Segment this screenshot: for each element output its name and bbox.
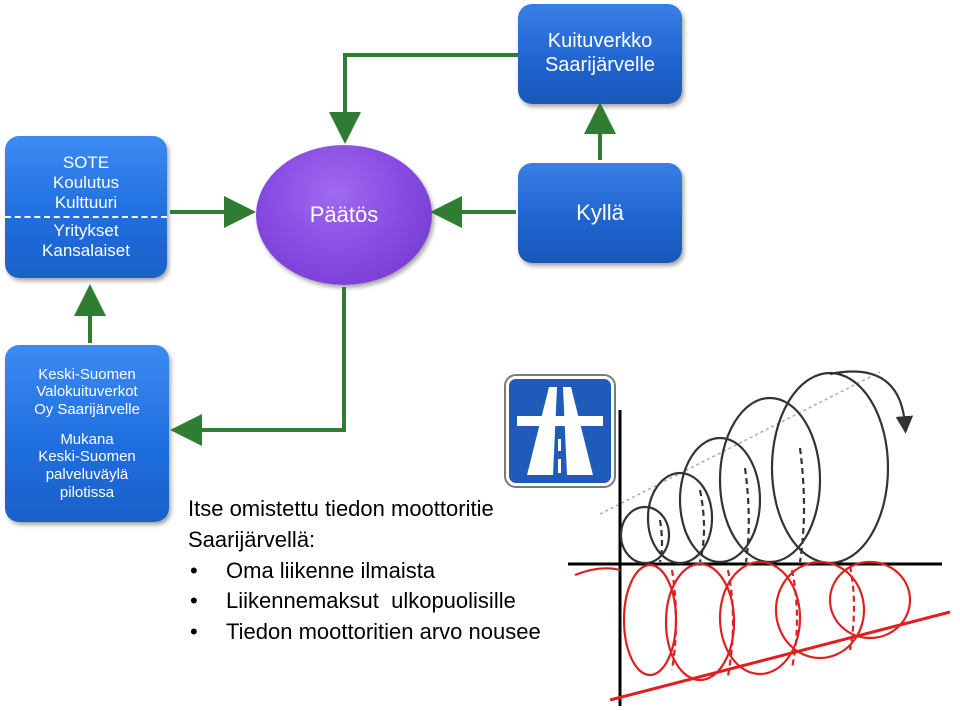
keski-line-5: Keski-Suomen	[38, 448, 136, 466]
motorway-sign-graphic	[517, 387, 603, 475]
kuituverkko-line-2: Saarijärvelle	[544, 54, 656, 76]
keski-line-3: Oy Saarijärvelle	[34, 400, 140, 418]
stakeholders-line-4: Yritykset	[53, 221, 119, 241]
stakeholders-line-1: SOTE	[62, 152, 110, 172]
kuituverkko-line-1: Kuituverkko	[547, 30, 653, 53]
kuituverkko-box: Kuituverkko Saarijärvelle	[518, 4, 682, 104]
stakeholders-line-5: Kansalaiset	[42, 241, 130, 261]
decision-node: Päätös	[256, 145, 432, 285]
keski-line-6: palveluväylä	[45, 466, 129, 484]
bullet-glyph: •	[190, 619, 198, 645]
stakeholders-box: SOTE Koulutus Kulttuuri Yritykset Kansal…	[5, 136, 167, 278]
keski-line-4: Mukana	[60, 430, 114, 448]
stakeholders-divider	[5, 216, 167, 219]
keski-suomen-box: Keski-Suomen Valokuituverkot Oy Saarijär…	[5, 345, 169, 522]
keski-line-1: Keski-Suomen	[38, 365, 136, 383]
keski-line-7: pilotissa	[59, 483, 115, 501]
bullet-glyph: •	[190, 557, 198, 583]
bullet-item: • Oma liikenne ilmaista	[188, 556, 608, 587]
bullet-item: • Liikennemaksut ulkopuolisille	[188, 586, 608, 617]
bullet-glyph: •	[190, 588, 198, 614]
bullet-item: • Tiedon moottoritien arvo nousee	[188, 617, 608, 648]
bullet-text-1: Oma liikenne ilmaista	[226, 557, 436, 583]
text-heading-1: Itse omistettu tiedon moottoritie	[188, 496, 494, 521]
bullet-text-2: Liikennemaksut ulkopuolisille	[226, 588, 516, 614]
keski-line-2: Valokuituverkot	[36, 383, 138, 401]
motorway-text: Itse omistettu tiedon moottoritie Saarij…	[188, 494, 608, 648]
kylla-box: Kyllä	[518, 163, 682, 263]
decision-label: Päätös	[309, 202, 379, 227]
arrow-kuituverkko-to-decision	[329, 53, 518, 144]
flow-arrows	[74, 53, 616, 446]
kylla-label: Kyllä	[576, 200, 624, 225]
bullet-text-3: Tiedon moottoritien arvo nousee	[226, 619, 541, 645]
stakeholders-line-2: Koulutus	[52, 172, 120, 192]
spiral-illustration	[568, 370, 951, 706]
arrow-decision-to-keski	[170, 287, 346, 446]
motorway-sign-icon	[506, 376, 614, 486]
text-heading-2: Saarijärvellä:	[188, 526, 316, 552]
stakeholders-line-3: Kulttuuri	[54, 192, 118, 212]
